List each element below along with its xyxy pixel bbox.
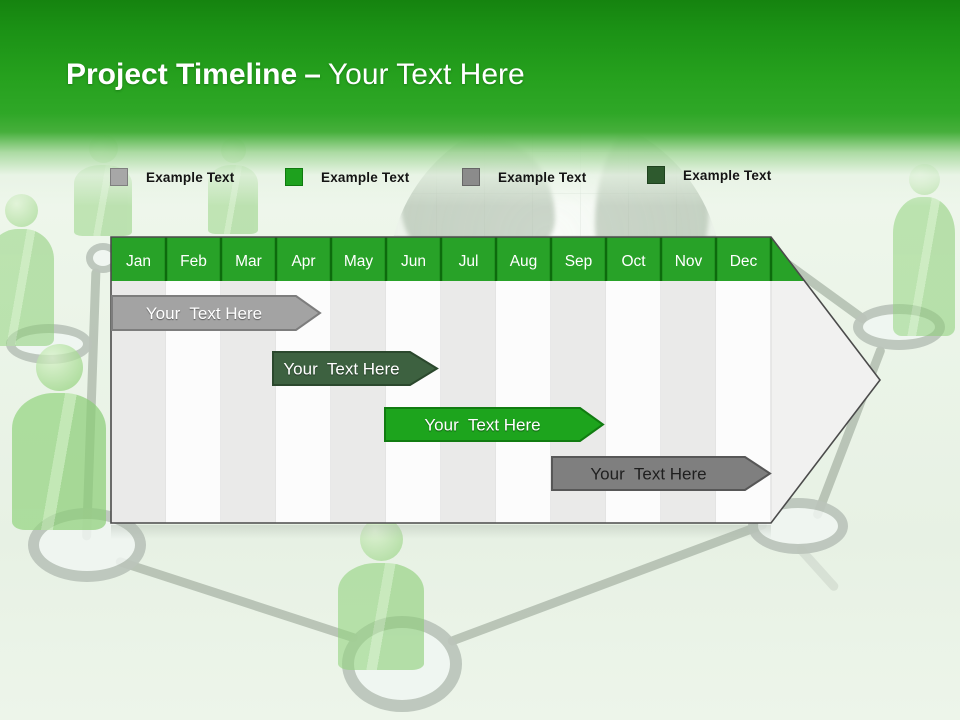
month-label: Jul bbox=[459, 253, 479, 270]
legend-swatch bbox=[285, 168, 303, 186]
person-figure bbox=[338, 518, 424, 670]
timeline-bar-4: Your Text Here bbox=[551, 456, 772, 491]
month-label: Oct bbox=[621, 253, 646, 270]
timeline-bar-label: Your Text Here bbox=[283, 360, 399, 379]
month-column-stripe bbox=[441, 281, 496, 523]
legend-item: Example Text bbox=[462, 168, 586, 186]
legend-swatch bbox=[110, 168, 128, 186]
title-subtitle: Your Text Here bbox=[327, 58, 525, 91]
timeline-bar-label: Your Text Here bbox=[590, 465, 706, 484]
month-column-stripe bbox=[386, 281, 441, 523]
timeline-arrow-outline bbox=[110, 236, 882, 524]
timeline-bar-label: Your Text Here bbox=[424, 416, 540, 435]
month-label: Sep bbox=[565, 253, 593, 270]
legend-item: Example Text bbox=[110, 168, 234, 186]
person-body bbox=[0, 229, 54, 346]
month-label: Aug bbox=[510, 253, 538, 270]
month-label: Nov bbox=[675, 253, 703, 270]
month-labels: Jan Feb Mar Apr May Jun Jul Aug Sep Oct Nov Dec bbox=[126, 253, 758, 270]
timeline-bar-2: Your Text Here bbox=[272, 351, 439, 386]
person-head bbox=[35, 344, 83, 391]
legend-item: Example Text bbox=[647, 166, 771, 184]
month-label: Feb bbox=[180, 253, 207, 270]
person-body bbox=[338, 563, 424, 670]
month-column-stripe bbox=[331, 281, 386, 523]
month-column-stripe bbox=[496, 281, 551, 523]
timeline-bar-shape bbox=[551, 456, 772, 491]
title-dash: – bbox=[304, 58, 321, 91]
person-body bbox=[893, 197, 955, 336]
legend-label: Example Text bbox=[321, 169, 410, 185]
month-label: Apr bbox=[291, 253, 315, 270]
month-header: Jan Feb Mar Apr May Jun Jul Aug Sep Oct Nov Dec bbox=[111, 237, 880, 281]
month-dividers bbox=[164, 237, 773, 281]
title-main: Project Timeline bbox=[66, 58, 298, 91]
legend-label: Example Text bbox=[498, 169, 587, 185]
person-body bbox=[12, 393, 106, 530]
timeline-reflection bbox=[111, 525, 771, 539]
legend-label: Example Text bbox=[146, 169, 235, 185]
timeline-bar-shape bbox=[272, 351, 439, 386]
timeline-bar-shape bbox=[111, 295, 322, 331]
legend-swatch bbox=[647, 166, 665, 184]
month-label: Mar bbox=[235, 253, 262, 270]
timeline-bar-label: Your Text Here bbox=[146, 304, 262, 323]
month-label: Jun bbox=[401, 253, 426, 270]
legend-label: Example Text bbox=[683, 167, 772, 183]
person-head bbox=[359, 518, 403, 561]
legend-swatch bbox=[462, 168, 480, 186]
timeline-bar-3: Your Text Here bbox=[384, 407, 605, 442]
person-figure bbox=[12, 344, 106, 530]
legend-item: Example Text bbox=[285, 168, 409, 186]
page-title: Project Timeline–Your Text Here bbox=[66, 58, 525, 92]
timeline-bar-shape bbox=[384, 407, 605, 442]
month-label: Jan bbox=[126, 253, 151, 270]
title-banner bbox=[0, 0, 960, 206]
timeline-bar-1: Your Text Here bbox=[111, 295, 322, 331]
month-label: Dec bbox=[730, 253, 758, 270]
month-label: May bbox=[344, 253, 374, 270]
